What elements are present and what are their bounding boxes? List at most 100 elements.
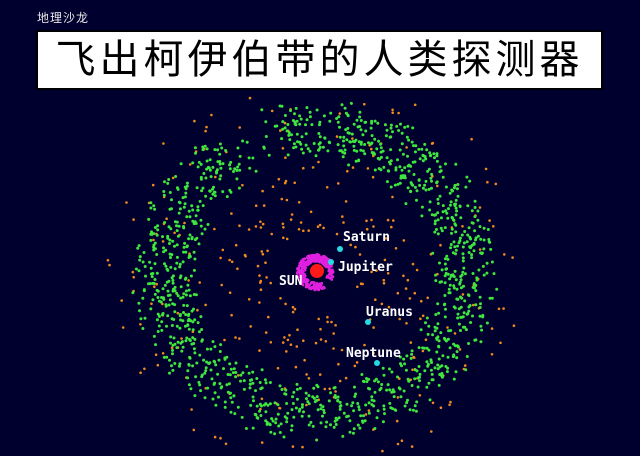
kuiper-object [482,273,486,277]
kuiper-object [427,381,431,385]
kuiper-object [435,181,439,185]
kuiper-object [434,313,438,316]
kuiper-object [350,132,354,136]
trojan-object [308,258,311,261]
kuiper-object [149,206,153,210]
kuiper-object [278,104,282,108]
kuiper-object [363,143,367,146]
scattered-object [364,413,368,416]
kuiper-object [346,114,350,118]
kuiper-object [218,382,222,386]
kuiper-object [424,157,428,161]
kuiper-object [184,191,188,195]
scattered-object [280,197,284,201]
kuiper-object [193,351,197,355]
scattered-object [472,303,475,307]
kuiper-object [286,153,290,157]
kuiper-object [264,120,268,124]
kuiper-object [161,287,165,291]
kuiper-object [226,373,230,376]
kuiper-object [343,106,347,110]
scattered-object [264,261,267,265]
kuiper-object [461,256,465,260]
scattered-object [341,215,344,218]
scattered-object [372,326,375,329]
kuiper-object [351,401,355,405]
kuiper-object [399,122,402,126]
scattered-object [152,238,155,242]
kuiper-object [445,211,449,215]
kuiper-object [462,284,465,288]
scattered-object [421,349,425,353]
kuiper-object [233,167,237,171]
kuiper-object [191,219,195,223]
kuiper-object [465,312,469,316]
kuiper-object [359,140,363,144]
scattered-object [323,387,327,391]
scattered-object [319,338,323,341]
scattered-object [396,291,400,295]
kuiper-object [166,268,170,272]
kuiper-object [205,159,209,163]
kuiper-object [216,148,220,152]
kuiper-object [228,362,232,366]
kuiper-object [385,388,389,392]
kuiper-object [318,123,321,127]
kuiper-object [480,252,484,256]
saturn-label: Saturn [343,230,390,245]
kuiper-object [388,135,392,139]
kuiper-object [268,402,272,406]
kuiper-object [155,288,159,292]
kuiper-object [201,145,205,149]
kuiper-object [291,402,295,405]
trojan-object [298,262,302,265]
kuiper-object [464,368,468,372]
kuiper-object [470,209,474,213]
trojan-object [300,260,304,264]
scattered-object [317,317,321,321]
scattered-object [332,347,335,350]
kuiper-object [333,419,337,423]
kuiper-object [308,110,312,114]
kuiper-object [470,256,474,260]
kuiper-object [348,419,352,423]
kuiper-object [144,274,147,278]
kuiper-object [457,241,461,245]
kuiper-object [443,257,447,261]
kuiper-object [206,223,210,226]
trojan-object [320,287,324,290]
scattered-object [340,348,344,352]
kuiper-object [390,390,394,394]
scattered-object [430,430,433,433]
trojan-object [305,278,309,281]
scattered-object [230,260,234,264]
kuiper-object [205,167,209,171]
kuiper-object [381,366,385,370]
kuiper-object [308,115,312,119]
kuiper-object [357,158,361,162]
kuiper-object [138,309,141,313]
kuiper-object [370,134,374,138]
kuiper-object [410,349,414,353]
kuiper-object [163,221,167,224]
kuiper-object [436,218,440,222]
kuiper-object [280,388,284,391]
kuiper-object [164,264,168,268]
kuiper-object [217,358,221,362]
kuiper-object [441,210,445,214]
kuiper-object [479,302,482,306]
kuiper-object [172,318,176,321]
kuiper-object [225,355,229,359]
kuiper-object [255,416,259,419]
kuiper-object [136,246,140,250]
kuiper-object [270,417,274,421]
kuiper-object [403,404,407,408]
kuiper-object [356,402,360,405]
scattered-object [413,291,417,295]
scattered-object [121,326,125,329]
kuiper-object [432,152,436,156]
kuiper-object [173,303,177,307]
scattered-object [270,232,274,236]
kuiper-object [184,289,188,293]
kuiper-object [187,288,191,292]
